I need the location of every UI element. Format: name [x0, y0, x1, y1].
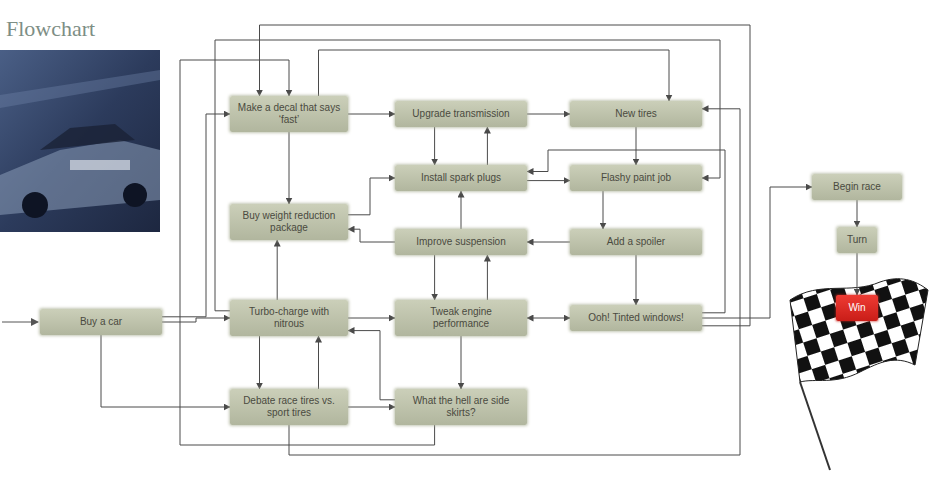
process-box: New tires: [570, 101, 702, 127]
box-label: Tweak engine performance: [401, 306, 521, 330]
turn-box: Turn: [837, 227, 877, 253]
flow-arrow: [348, 114, 395, 115]
flag-pole: [800, 382, 830, 470]
entry-line: [2, 322, 38, 323]
process-box: Upgrade transmission: [395, 101, 527, 127]
checkered-flag: [790, 279, 928, 470]
process-box: Flashy paint job: [570, 165, 702, 191]
flow-arrow: [603, 191, 604, 229]
flow-arrow: [348, 318, 395, 319]
car-window: [40, 124, 135, 150]
flow-arrow: [289, 132, 290, 204]
flow-arrow: [636, 255, 637, 305]
box-label: Install spark plugs: [421, 172, 501, 184]
flow-arrow: [348, 331, 395, 400]
win-box: Win: [836, 295, 878, 321]
box-label: Flashy paint job: [601, 172, 671, 184]
box-label: Turbo-charge with nitrous: [236, 306, 342, 330]
flow-arrow: [318, 336, 319, 389]
process-box: Buy weight reduction package: [230, 204, 348, 240]
flow-arrow: [348, 178, 395, 215]
car-wheel: [22, 192, 48, 218]
box-label: Turn: [847, 234, 867, 246]
box-label: Debate race tires vs. sport tires: [236, 395, 342, 419]
flow-arrow: [260, 25, 751, 326]
race-box: Begin race: [812, 174, 902, 200]
flow-arrow: [348, 407, 395, 408]
flow-arrow: [527, 114, 570, 115]
flow-arrow: [702, 187, 812, 318]
box-label: Make a decal that says ‘fast’: [236, 102, 342, 126]
flow-arrow: [434, 255, 435, 300]
flow-arrow: [215, 40, 720, 311]
flow-arrow: [162, 318, 230, 322]
process-box: Tweak engine performance: [395, 300, 527, 336]
flow-arrow: [487, 127, 488, 165]
car-wheel: [123, 183, 147, 207]
flow-arrow: [434, 127, 435, 165]
flow-arrow: [259, 336, 260, 389]
photo-streak: [0, 70, 160, 108]
box-label: Upgrade transmission: [412, 108, 509, 120]
box-label: Improve suspension: [416, 236, 506, 248]
flow-arrow: [487, 255, 488, 300]
chart-title: Flowchart: [6, 16, 95, 42]
flow-arrow: [289, 109, 740, 455]
flow-arrow: [461, 336, 462, 389]
box-label: New tires: [615, 108, 657, 120]
process-box: What the hell are side skirts?: [395, 389, 527, 425]
flow-arrow: [636, 127, 637, 165]
box-label: Begin race: [833, 181, 881, 193]
box-label: Ooh! Tinted windows!: [588, 312, 684, 324]
process-box: Improve suspension: [395, 229, 527, 255]
flag-cloth: [790, 279, 928, 382]
flow-arrow: [319, 50, 670, 101]
process-box: Debate race tires vs. sport tires: [230, 389, 348, 425]
flow-arrow: [527, 242, 570, 243]
box-label: Add a spoiler: [607, 236, 665, 248]
flow-arrow: [857, 253, 858, 295]
flow-arrow: [101, 335, 230, 407]
car-photo: [0, 50, 160, 232]
car-grille: [70, 160, 130, 170]
box-label: What the hell are side skirts?: [401, 395, 521, 419]
flow-arrow: [277, 240, 278, 300]
flow-arrow: [527, 150, 725, 313]
box-label: Buy a car: [80, 316, 122, 328]
box-label: Buy weight reduction package: [236, 210, 342, 234]
process-box: Turbo-charge with nitrous: [230, 300, 348, 336]
process-box: Make a decal that says ‘fast’: [230, 96, 348, 132]
flow-arrow: [348, 229, 395, 242]
flow-arrow: [461, 191, 462, 229]
flow-arrow: [527, 318, 570, 319]
flow-arrow: [857, 200, 858, 227]
start-box: Buy a car: [40, 309, 162, 335]
photo-ground: [0, 50, 160, 232]
flow-arrow: [527, 180, 570, 181]
flow-arrow: [162, 114, 230, 317]
process-box: Ooh! Tinted windows!: [570, 305, 702, 331]
process-box: Add a spoiler: [570, 229, 702, 255]
box-label: Win: [848, 302, 865, 314]
process-box: Install spark plugs: [395, 165, 527, 191]
